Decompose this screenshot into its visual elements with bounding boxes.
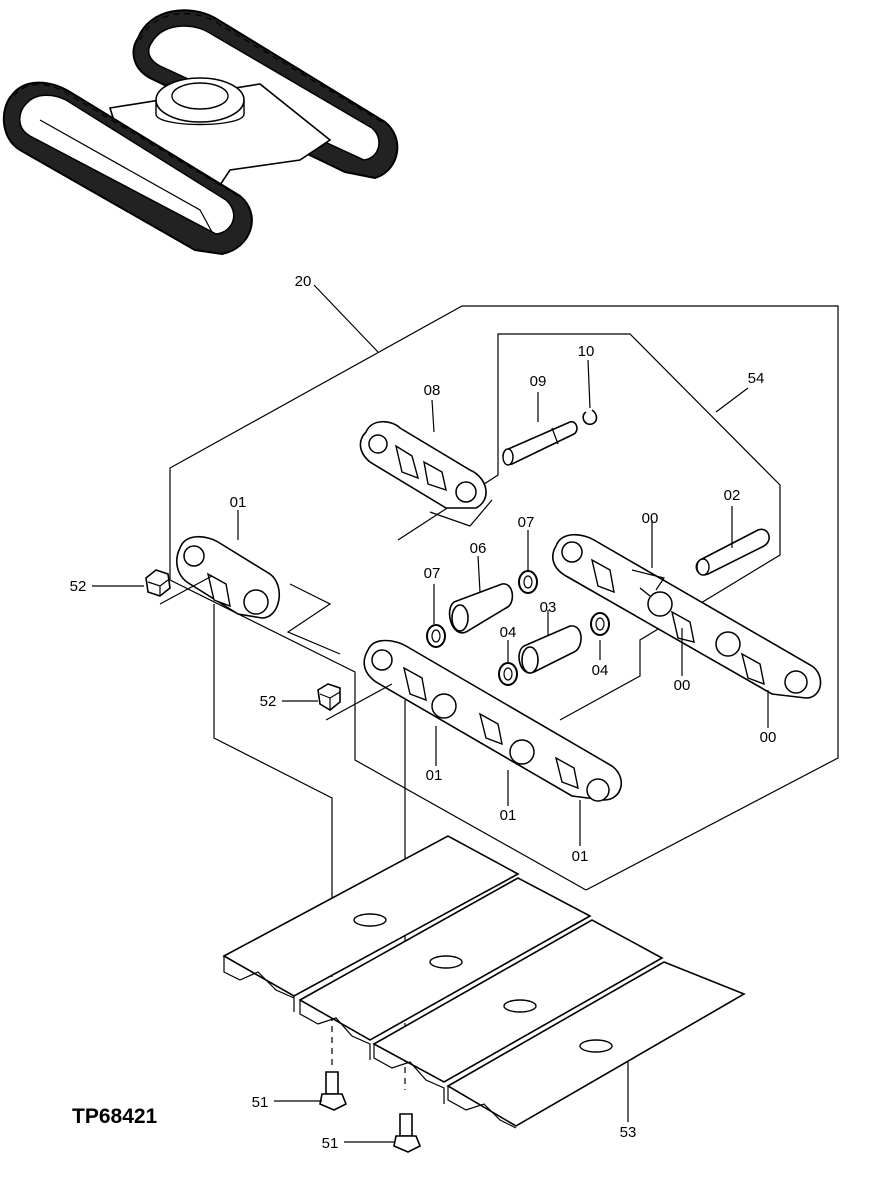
track-shoe-4 bbox=[446, 961, 746, 1129]
bushings-and-seals bbox=[426, 570, 610, 686]
callout-01-single: 01 bbox=[230, 494, 247, 511]
callout-07-lower: 07 bbox=[424, 565, 441, 582]
bolt-right bbox=[393, 1113, 422, 1153]
nut-lower bbox=[317, 683, 393, 721]
nut-upper bbox=[145, 569, 171, 597]
callout-00-middle: 00 bbox=[674, 677, 691, 694]
callout-53: 53 bbox=[620, 1124, 637, 1141]
callout-09: 09 bbox=[530, 373, 547, 390]
callout-52-lower: 52 bbox=[260, 693, 277, 710]
master-link bbox=[359, 420, 493, 527]
track-shoes bbox=[222, 835, 746, 1129]
callout-04-left: 04 bbox=[500, 624, 517, 641]
callout-51-right: 51 bbox=[322, 1135, 339, 1152]
undercarriage-illustration bbox=[2, 9, 399, 256]
callout-51-left: 51 bbox=[252, 1094, 269, 1111]
callout-06: 06 bbox=[470, 540, 487, 557]
bolt-left bbox=[319, 1071, 348, 1111]
callout-01-chain-a: 01 bbox=[426, 767, 443, 784]
track-shoe-1 bbox=[222, 835, 520, 1012]
retaining-clip bbox=[582, 409, 598, 426]
callout-02: 02 bbox=[724, 487, 741, 504]
callout-labels: 20 10 09 08 54 01 02 00 07 06 07 52 03 0… bbox=[70, 273, 777, 1152]
center-frame bbox=[108, 77, 332, 202]
track-link-chain-left bbox=[363, 639, 623, 802]
master-link-assembly-outline bbox=[397, 333, 781, 721]
callout-04-right: 04 bbox=[592, 662, 609, 679]
track-link-chain-right bbox=[552, 533, 822, 699]
callout-00-top: 00 bbox=[642, 510, 659, 527]
front-track bbox=[2, 81, 253, 256]
callout-00-bottom: 00 bbox=[760, 729, 777, 746]
leader-lines bbox=[92, 284, 769, 1143]
track-pin bbox=[695, 528, 770, 576]
callout-10: 10 bbox=[578, 343, 595, 360]
callout-01-chain-b: 01 bbox=[500, 807, 517, 824]
master-pin bbox=[502, 420, 578, 466]
figure-code: TP68421 bbox=[72, 1105, 158, 1128]
callout-20: 20 bbox=[295, 273, 312, 290]
callout-07-upper: 07 bbox=[518, 514, 535, 531]
callout-54: 54 bbox=[748, 370, 765, 387]
track-shoe-3 bbox=[372, 919, 664, 1104]
track-shoe-2 bbox=[298, 877, 592, 1060]
callout-08: 08 bbox=[424, 382, 441, 399]
callout-03: 03 bbox=[540, 599, 557, 616]
track-link-single bbox=[159, 535, 341, 655]
callout-52-upper: 52 bbox=[70, 578, 87, 595]
callout-01-chain-c: 01 bbox=[572, 848, 589, 865]
